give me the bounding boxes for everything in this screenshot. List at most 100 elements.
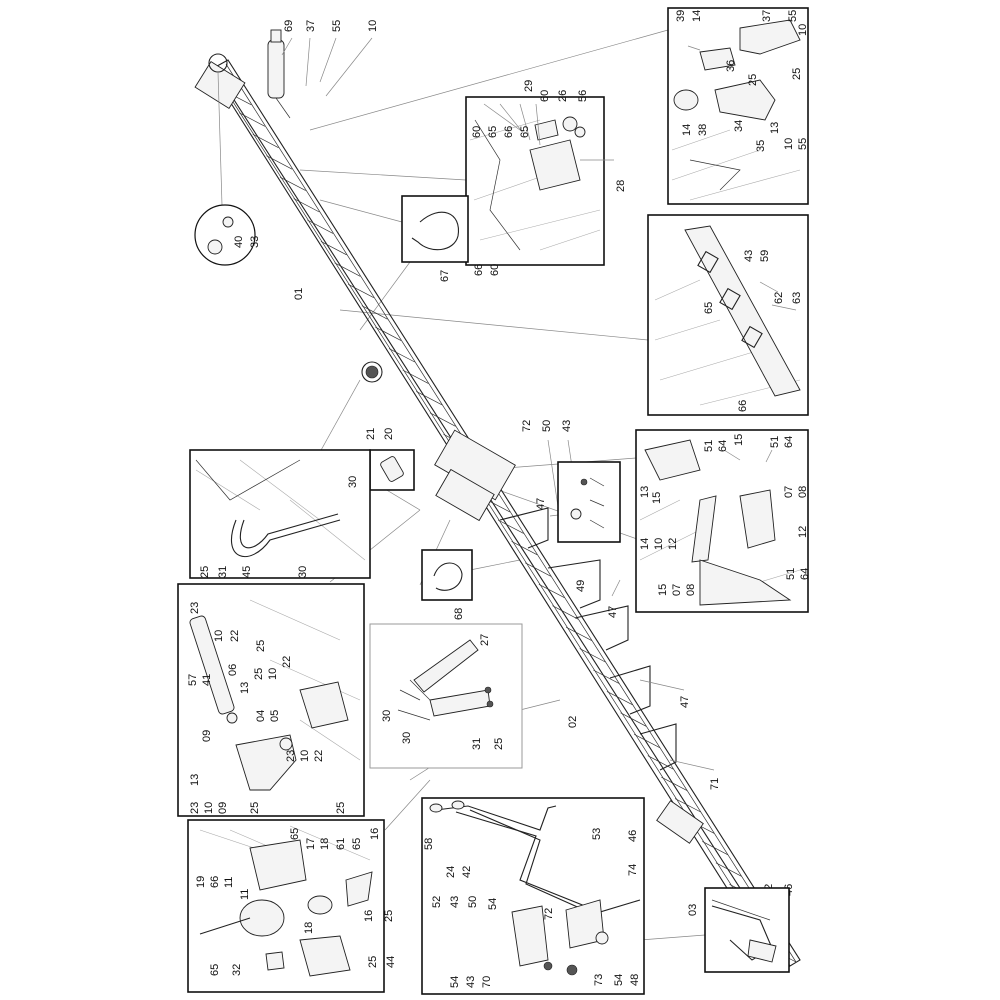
callout-72: 72 — [521, 420, 533, 432]
b6-callout-06: 06 — [227, 664, 239, 676]
truss-brace — [702, 841, 729, 856]
bolt-box-20-21: 21 20 — [365, 428, 415, 491]
b9-callout-46: 46 — [627, 830, 639, 842]
truss-brace — [606, 691, 633, 706]
truss-brace — [620, 712, 647, 727]
b7-callout-25: 25 — [493, 738, 505, 750]
clip-box-67: 67 — [401, 195, 469, 282]
callout-47a: 47 — [535, 498, 547, 510]
callout-10: 10 — [367, 20, 379, 32]
b9-callout-42: 42 — [461, 866, 473, 878]
b6-callout-25b: 25 — [253, 668, 265, 680]
b6-callout-25a: 25 — [255, 640, 267, 652]
b9-callout-58: 58 — [423, 838, 435, 850]
b3-callout-62: 62 — [773, 292, 785, 304]
b9-callout-72: 72 — [543, 908, 555, 920]
b2-callout-10b: 10 — [783, 138, 795, 150]
truss-brace — [497, 519, 524, 534]
callout-47c: 47 — [679, 696, 691, 708]
b5-callout-30a: 30 — [347, 476, 359, 488]
b9-callout-54a: 54 — [487, 898, 499, 910]
b8-callout-18b: 18 — [303, 922, 315, 934]
truss-brace — [266, 155, 293, 170]
b8-callout-65a: 65 — [289, 828, 301, 840]
b7-callout-27: 27 — [479, 634, 491, 646]
b4-callout-08a: 08 — [797, 486, 809, 498]
b1-callout-28: 28 — [615, 180, 627, 192]
truss-brace — [416, 391, 443, 406]
b3-callout-66: 66 — [737, 400, 749, 412]
truss-brace — [715, 862, 742, 877]
b7-callout-30b: 30 — [401, 732, 413, 744]
b1-callout-29: 29 — [523, 80, 535, 92]
boom-truss — [194, 29, 801, 973]
truss-brace — [320, 241, 347, 256]
b1-callout-65b: 65 — [519, 126, 531, 138]
b4-callout-64b: 64 — [783, 436, 795, 448]
truss-brace — [429, 412, 456, 427]
detail-box-8: 65 17 18 61 65 16 19 66 11 11 18 16 25 2… — [187, 819, 397, 993]
callout-71: 71 — [709, 778, 721, 790]
b1-callout-26: 26 — [557, 90, 569, 102]
b8-callout-25a: 25 — [383, 910, 395, 922]
b8-callout-18a: 18 — [319, 838, 331, 850]
callout-33: 33 — [249, 236, 261, 248]
b8-callout-16b: 16 — [363, 910, 375, 922]
b6-callout-25c: 25 — [249, 802, 261, 814]
truss-brace — [402, 369, 429, 384]
b9-callout-43b: 43 — [465, 976, 477, 988]
callout-67: 67 — [439, 270, 451, 282]
callout-68: 68 — [453, 608, 465, 620]
callout-49: 49 — [575, 580, 587, 592]
b3-callout-63: 63 — [791, 292, 803, 304]
detail-box-6: 23 10 22 25 57 41 06 13 25 10 22 04 05 0… — [177, 583, 365, 817]
b6-callout-10d: 10 — [203, 802, 215, 814]
callout-55: 55 — [331, 20, 343, 32]
b9-callout-24: 24 — [445, 866, 457, 878]
b4-callout-07b: 07 — [671, 584, 683, 596]
callout-21: 21 — [365, 428, 377, 440]
b4-callout-07a: 07 — [783, 486, 795, 498]
b5-callout-31: 31 — [217, 566, 229, 578]
truss-brace — [511, 541, 538, 556]
b1-callout-66b: 66 — [473, 264, 485, 276]
callout-37: 37 — [305, 20, 317, 32]
detail-box-9: 58 24 42 53 46 74 52 43 50 54 72 54 43 7… — [421, 797, 645, 995]
callout-47b: 47 — [607, 606, 619, 618]
b9-callout-50: 50 — [467, 896, 479, 908]
b2-callout-38: 38 — [697, 124, 709, 136]
b9-callout-73: 73 — [593, 974, 605, 986]
truss-brace — [661, 776, 688, 791]
b3-callout-59: 59 — [759, 250, 771, 262]
callout-03: 03 — [687, 904, 699, 916]
b5-callout-30b: 30 — [297, 566, 309, 578]
truss-brace — [593, 669, 620, 684]
truss-brace — [565, 626, 592, 641]
b4-callout-15c: 15 — [657, 584, 669, 596]
b4-callout-15a: 15 — [733, 434, 745, 446]
b2-callout-25a: 25 — [747, 74, 759, 86]
b4-callout-08b: 08 — [685, 584, 697, 596]
truss-brace — [252, 133, 279, 149]
b8-callout-19: 19 — [195, 876, 207, 888]
b6-callout-23c: 23 — [189, 802, 201, 814]
b6-callout-23b: 23 — [285, 750, 297, 762]
b6-callout-05: 05 — [269, 710, 281, 722]
b6-callout-10a: 10 — [213, 630, 225, 642]
washer-box — [557, 461, 621, 543]
b8-callout-11a: 11 — [223, 877, 235, 888]
b2-callout-14b: 14 — [681, 124, 693, 136]
b9-callout-54b: 54 — [449, 976, 461, 988]
b5-callout-25: 25 — [199, 566, 211, 578]
b4-callout-12a: 12 — [667, 538, 679, 550]
clip-box-68: 68 — [421, 549, 473, 620]
b6-callout-09b: 09 — [217, 802, 229, 814]
b8-callout-65c: 65 — [209, 964, 221, 976]
b7-callout-30a: 30 — [381, 710, 393, 722]
b6-callout-25d: 25 — [335, 802, 347, 814]
b9-callout-54c: 54 — [613, 974, 625, 986]
b2-callout-36: 36 — [725, 60, 737, 72]
truss-brace — [552, 605, 579, 620]
